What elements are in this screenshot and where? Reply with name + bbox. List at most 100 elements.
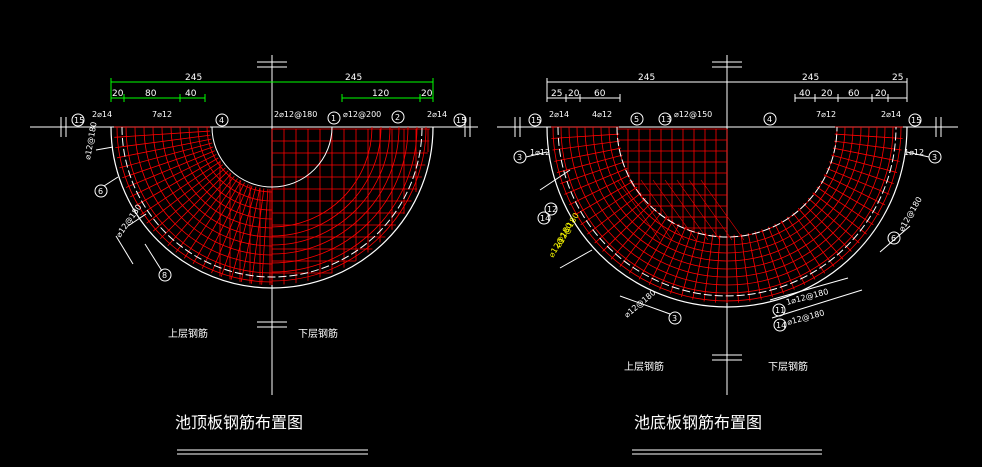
- rebar-label-rotated: ⌀12@180: [623, 288, 658, 319]
- dimension-label: 245: [638, 73, 655, 83]
- rebar-line: [556, 154, 623, 173]
- rebar-line: [638, 220, 674, 280]
- lower-rebar-caption: 下层钢筋: [768, 360, 808, 373]
- slab-inner-dashed: [557, 126, 897, 297]
- reference-markers-left: 15 4 1 2 15 6 8: [71, 110, 467, 282]
- rebar-mesh-right: [551, 126, 903, 303]
- marker-label: 13: [661, 115, 671, 124]
- rebar-line: [175, 175, 235, 253]
- dimension-label: 25: [892, 73, 903, 83]
- rebar-label: ⌀12@150: [674, 110, 712, 119]
- rebar-line: [700, 179, 745, 241]
- rebar-line: [823, 174, 886, 206]
- rebar-line: [134, 157, 219, 207]
- rebar-line: [754, 231, 773, 298]
- rebar-ring: [271, 126, 391, 246]
- marker-label: 4: [219, 116, 224, 125]
- rebar-line: [715, 234, 721, 303]
- dimension-label: 245: [802, 73, 819, 83]
- rebar-line: [820, 180, 880, 216]
- rebar-label-rotated: ⌀12@180: [786, 308, 825, 327]
- marker-label: 4: [767, 115, 772, 124]
- rebar-label: 2⌀14: [881, 110, 901, 119]
- upper-rebar-caption: 上层钢筋: [624, 360, 664, 373]
- rebar-line: [747, 232, 762, 300]
- dimension-label: 20: [568, 89, 580, 99]
- rebar-line: [125, 150, 215, 188]
- rebar-line: [240, 187, 261, 283]
- rebar-label: 4⌀12: [592, 110, 612, 119]
- leader-lines-right: [525, 151, 930, 319]
- rebar-label: 2⌀12@180: [274, 110, 317, 119]
- marker-label: 6: [98, 187, 103, 196]
- rebar-line: [834, 133, 903, 139]
- marker-label: 3: [672, 314, 677, 323]
- rebar-line: [554, 147, 622, 162]
- bottom-slab-drawing: 245 245 25 20 60 40 20 60 20 25 2⌀14 4⌀1…: [497, 55, 958, 455]
- rebar-line: [140, 161, 221, 216]
- slab-outer-edge: [110, 126, 434, 289]
- rebar-line: [829, 161, 894, 184]
- rebar-line: [692, 232, 707, 300]
- rebar-line: [115, 134, 211, 149]
- rebar-line: [167, 173, 232, 247]
- drawing-title: 池顶板钢筋布置图: [175, 413, 303, 432]
- rebar-mesh-left: [114, 126, 430, 285]
- rebar-line: [220, 185, 253, 277]
- rebar-line: [792, 212, 835, 267]
- dimension-label: 80: [145, 89, 157, 99]
- rebar-line: [261, 188, 269, 285]
- rebar-label: 7⌀12: [152, 110, 172, 119]
- rebar-label: 2⌀14: [427, 110, 447, 119]
- rebar-line: [130, 154, 217, 198]
- rebar-label: 2⌀14: [92, 110, 112, 119]
- marker-label: 6: [891, 234, 896, 243]
- dimension-label: 20: [112, 89, 124, 99]
- rebar-line: [587, 192, 642, 235]
- roof-slab-drawing: 245 245 20 80 40 120 20 2⌀14 7⌀12 2⌀12@1…: [30, 55, 478, 455]
- rebar-label-rotated: ⌀12@180: [114, 203, 143, 240]
- rebar-ring: [271, 126, 418, 273]
- rebar-line: [602, 203, 651, 252]
- marker-label: 15: [74, 116, 84, 125]
- slab-inner-edge: [121, 126, 423, 278]
- rebar-line: [831, 154, 898, 173]
- rebar-line: [250, 188, 265, 284]
- rebar-line: [152, 167, 226, 232]
- dimension-label: 20: [421, 89, 433, 99]
- rebar-line: [812, 192, 867, 235]
- dimension-lines-right: [546, 78, 908, 102]
- rebar-ring: [271, 126, 400, 255]
- rebar-line: [201, 182, 245, 269]
- rebar-line: [114, 130, 211, 138]
- rebar-line: [159, 170, 229, 240]
- marker-label: 11: [775, 306, 785, 315]
- rebar-line: [568, 174, 631, 206]
- rebar-line: [640, 179, 685, 241]
- marker-label: 3: [932, 153, 937, 162]
- rebar-ring: [271, 126, 382, 237]
- rebar-label: ⌀12@200: [343, 110, 381, 119]
- rebar-line: [676, 179, 721, 241]
- rebar-line: [834, 140, 902, 151]
- rebar-label: 2⌀14: [549, 110, 569, 119]
- rebar-line: [560, 161, 625, 184]
- marker-label: 12: [547, 205, 557, 214]
- rebar-line: [786, 216, 826, 274]
- rebar-line: [652, 179, 697, 241]
- wall-inner-dashed: [616, 126, 838, 238]
- dimension-label: 120: [372, 89, 389, 99]
- rebar-line: [780, 220, 816, 280]
- rebar-line: [688, 179, 733, 241]
- rebar-line: [230, 186, 257, 280]
- rebar-line: [740, 234, 751, 302]
- rebar-line: [670, 229, 693, 294]
- marker-label: 1: [331, 114, 336, 123]
- slab-outer-edge: [546, 126, 908, 308]
- rebar-line: [761, 229, 784, 294]
- dimension-label: 60: [848, 89, 860, 99]
- rebar-line: [767, 226, 795, 290]
- marker-label: 3: [517, 153, 522, 162]
- marker-label: 15: [911, 116, 921, 125]
